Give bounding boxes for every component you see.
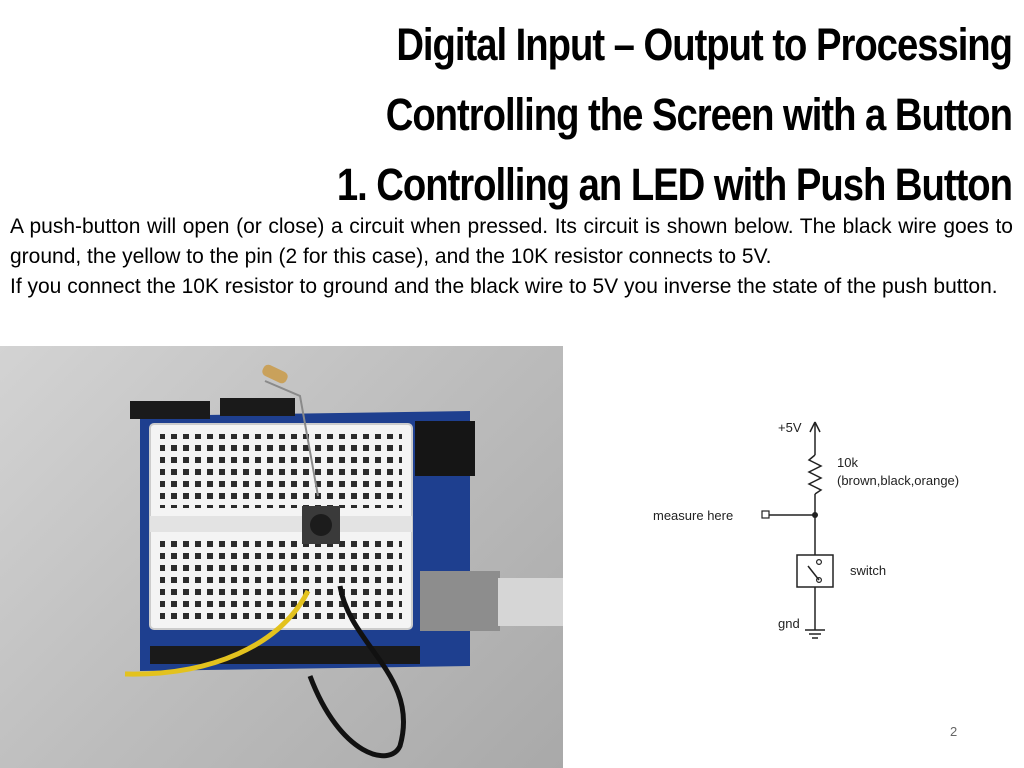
resistor-lead: [264, 380, 319, 497]
supply-label: +5V: [778, 420, 802, 435]
push-button-cap: [310, 514, 332, 536]
switch-lever: [807, 565, 820, 581]
header-strip: [130, 401, 210, 419]
paragraph-2: If you connect the 10K resistor to groun…: [10, 275, 998, 298]
breadboard-channel: [150, 516, 412, 532]
page-number: 2: [950, 724, 958, 739]
schematic-diagram: +5V 10k (brown,black,orange) measure her…: [645, 410, 990, 650]
slide-titles: Digital Input – Output to Processing Con…: [169, 10, 1013, 220]
usb-cable: [498, 578, 563, 626]
measure-label: measure here: [653, 508, 733, 523]
switch-contact: [816, 559, 823, 566]
body-text: A push-button will open (or close) a cir…: [10, 212, 1013, 302]
circuit-photo-illustration: [124, 364, 563, 759]
usb-connector: [420, 571, 500, 631]
paragraph-1: A push-button will open (or close) a cir…: [10, 215, 1013, 268]
resistor-symbol: [807, 454, 823, 495]
resistor: [262, 364, 288, 384]
circuit-photo: [0, 346, 563, 768]
power-jack: [415, 421, 475, 476]
yellow-wire: [124, 589, 311, 677]
resistor-colors: (brown,black,orange): [837, 473, 959, 488]
title-line-1: Digital Input – Output to Processing: [396, 19, 1013, 70]
switch-symbol: [796, 554, 834, 588]
title-line-3: 1. Controlling an LED with Push Button: [336, 159, 1013, 210]
resistor-value: 10k: [837, 455, 858, 470]
header-strip: [220, 398, 295, 416]
ground-label: gnd: [778, 616, 800, 631]
supply-arrow: [809, 421, 821, 433]
title-line-2: Controlling the Screen with a Button: [385, 89, 1013, 140]
black-wire: [307, 585, 407, 759]
switch-label: switch: [850, 563, 886, 578]
breadboard-holes: [160, 434, 402, 620]
measure-terminal: [761, 510, 770, 519]
